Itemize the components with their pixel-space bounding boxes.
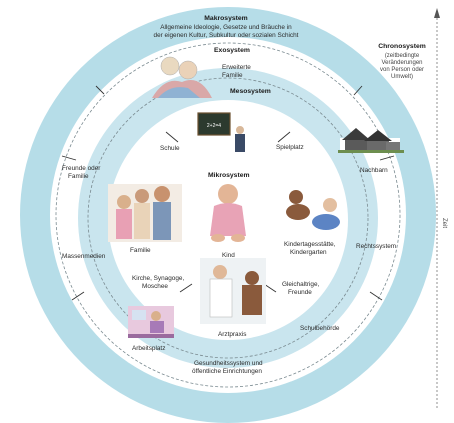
workplace-illustration: [128, 306, 174, 338]
makrosystem-title: Makrosystem: [204, 15, 247, 22]
chronosystem-desc-4: Umwelt): [391, 74, 413, 80]
label-freunde-2: Familie: [68, 173, 89, 180]
label-massenmedien: Massenmedien: [62, 253, 106, 260]
chronosystem-title: Chronosystem: [378, 43, 426, 50]
babies-illustration: [286, 190, 340, 230]
exo-dashed-line: [55, 42, 401, 388]
label-gleichaltrige-2: Freunde: [288, 289, 312, 296]
label-arbeitsplatz: Arbeitsplatz: [132, 345, 165, 352]
label-gesundheit-1: Gesundheitssystem und: [194, 360, 263, 367]
label-nachbarn: Nachbarn: [360, 167, 388, 174]
makrosystem-desc-1: Allgemeine Ideologie, Gesetze und Bräuch…: [160, 24, 292, 31]
mikrosystem-title: Mikrosystem: [208, 172, 250, 179]
label-kita-2: Kindergarten: [290, 249, 327, 256]
label-spielplatz: Spielplatz: [276, 144, 304, 151]
chronosystem-desc-2: Veränderungen: [381, 60, 422, 66]
label-kind: Kind: [222, 252, 235, 259]
label-rechtssystem: Rechtssystem: [356, 243, 396, 250]
child-illustration: [210, 184, 246, 242]
meso-dashed-line: [87, 77, 369, 359]
time-axis-label: Zeit: [441, 218, 447, 228]
label-gesundheit-2: öffentliche Einrichtungen: [192, 368, 262, 375]
classroom-illustration: 2+2=4: [197, 112, 245, 152]
label-freunde-1: Freunde oder: [62, 165, 101, 172]
exosystem-desc-2: Familie: [222, 72, 243, 79]
label-schulbehoerde: Schulbehörde: [300, 325, 340, 332]
mesosystem-title: Mesosystem: [230, 88, 271, 95]
exosystem-desc-1: Erweiterte: [222, 64, 251, 71]
label-kirche-1: Kirche, Synagoge,: [132, 275, 184, 282]
family-illustration: [108, 184, 182, 242]
grandparents-illustration: [152, 56, 212, 98]
label-kirche-2: Moschee: [142, 283, 168, 290]
label-kita-1: Kindertagesstätte,: [284, 241, 336, 248]
label-familie: Familie: [130, 247, 151, 254]
chronosystem-desc-3: von Person oder: [380, 67, 424, 73]
time-axis-arrowhead: [434, 8, 440, 18]
exosystem-title: Exosystem: [214, 47, 250, 54]
label-gleichaltrige-1: Gleichaltrige,: [282, 281, 320, 288]
label-arztpraxis: Arztpraxis: [218, 331, 246, 338]
makrosystem-desc-2: der eigenen Kultur, Subkultur oder sozia…: [154, 32, 299, 39]
houses-illustration: [338, 128, 404, 153]
label-schule: Schule: [160, 145, 180, 152]
svg-text:2+2=4: 2+2=4: [207, 123, 221, 129]
doctor-illustration: [200, 258, 266, 324]
chronosystem-desc-1: (zeitbedingte: [385, 53, 420, 59]
